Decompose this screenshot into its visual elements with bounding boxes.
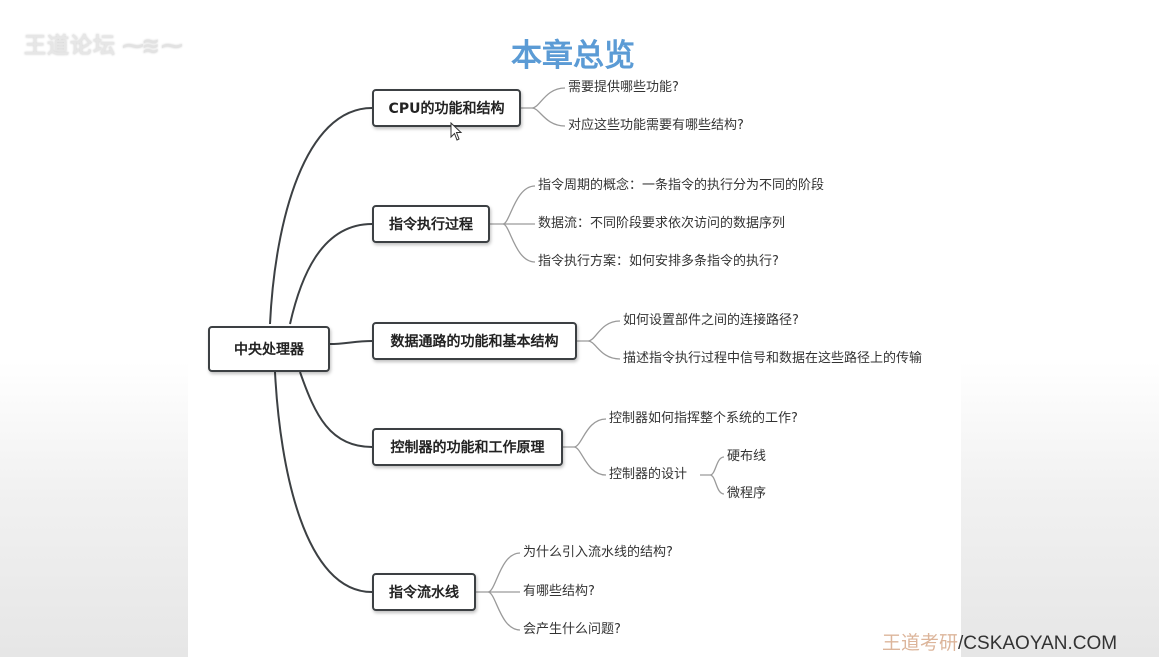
- watermark-top-left: 王道论坛⁓≋⁓: [24, 28, 180, 60]
- connector-root-pipeline: [274, 371, 373, 593]
- leaf-line-controller-design: [700, 456, 725, 495]
- leaf-controller-2: 控制器的设计: [609, 467, 688, 482]
- leaf-controller-hardwired: 硬布线: [727, 449, 767, 464]
- slide-title: 本章总览: [511, 38, 635, 74]
- leaf-pipeline-1: 为什么引入流水线的结构?: [523, 545, 673, 560]
- watermark-faded-text: 王道考研: [882, 633, 959, 654]
- watermark-scribble-icon: ⁓≋⁓: [122, 34, 181, 59]
- leaf-line-datapath: [577, 320, 621, 360]
- mouse-cursor-icon: [450, 122, 463, 141]
- leaf-datapath-2: 描述指令执行过程中信号和数据在这些路径上的传输: [623, 351, 923, 366]
- connector-root-cpu: [269, 107, 373, 325]
- leaf-exec-3: 指令执行方案：如何安排多条指令的执行?: [538, 254, 779, 269]
- root-node[interactable]: 中央处理器: [208, 326, 330, 372]
- leaf-line-exec: [490, 185, 536, 263]
- branch-node-datapath[interactable]: 数据通路的功能和基本结构: [372, 322, 577, 360]
- leaf-datapath-1: 如何设置部件之间的连接路径?: [623, 313, 799, 328]
- leaf-pipeline-2: 有哪些结构?: [523, 584, 595, 599]
- branch-node-controller[interactable]: 控制器的功能和工作原理: [372, 428, 563, 466]
- watermark-url: /CSKAOYAN.COM: [958, 633, 1118, 654]
- leaf-exec-2: 数据流：不同阶段要求依次访问的数据序列: [538, 216, 786, 231]
- leaf-line-pipeline: [476, 552, 521, 631]
- branch-node-cpu[interactable]: CPU的功能和结构: [372, 89, 521, 127]
- connector-root-controller: [299, 371, 373, 448]
- branch-node-pipeline[interactable]: 指令流水线: [372, 573, 476, 611]
- leaf-line-cpu: [521, 87, 566, 127]
- branch-node-exec[interactable]: 指令执行过程: [372, 205, 490, 243]
- connector-root-datapath: [329, 340, 373, 345]
- leaf-cpu-2: 对应这些功能需要有哪些结构?: [568, 118, 744, 133]
- leaf-line-controller: [563, 418, 607, 476]
- watermark-bottom-right: 王道考研/CSKAOYAN.COM: [882, 628, 1117, 655]
- connector-root-exec: [289, 223, 373, 325]
- leaf-pipeline-3: 会产生什么问题?: [523, 622, 621, 637]
- leaf-controller-1: 控制器如何指挥整个系统的工作?: [609, 411, 798, 426]
- leaf-controller-microprogram: 微程序: [727, 486, 767, 501]
- leaf-exec-1: 指令周期的概念：一条指令的执行分为不同的阶段: [538, 178, 825, 193]
- leaf-cpu-1: 需要提供哪些功能?: [568, 80, 679, 95]
- watermark-text: 王道论坛: [24, 34, 117, 59]
